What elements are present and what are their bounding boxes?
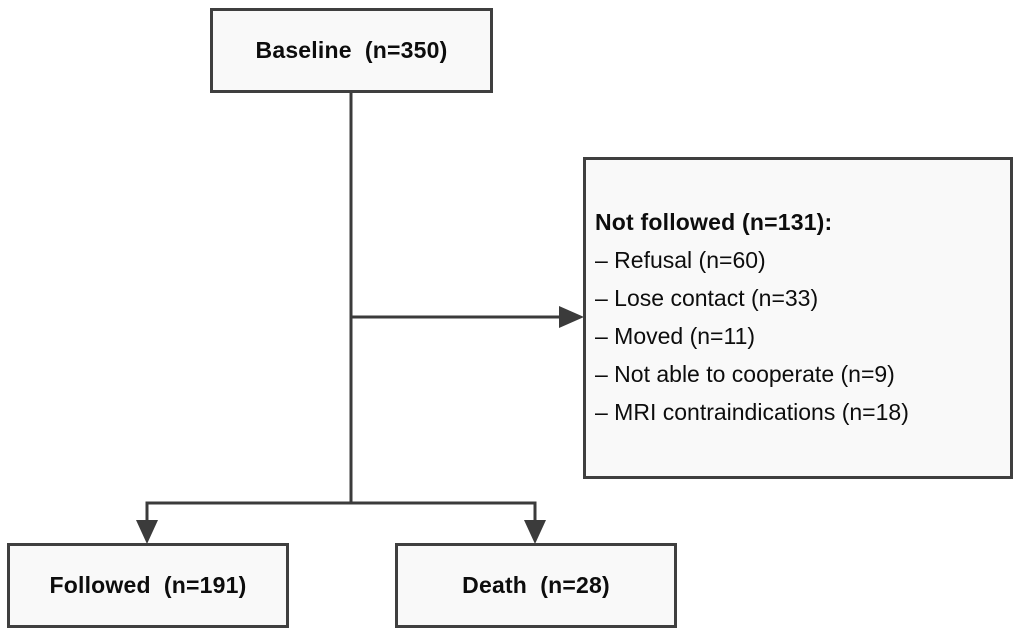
- not-followed-item-moved: – Moved (n=11): [595, 323, 756, 349]
- baseline-box: Baseline (n=350): [210, 8, 493, 93]
- not-followed-box: Not followed (n=131): – Refusal (n=60) –…: [583, 157, 1013, 479]
- not-followed-item-lose-contact: – Lose contact (n=33): [595, 285, 819, 311]
- followed-label: Followed (n=191): [49, 572, 247, 598]
- arrowhead-down-left-icon: [136, 520, 158, 544]
- arrowhead-right-icon: [559, 306, 584, 328]
- connector-split-bar: [145, 501, 537, 521]
- death-box: Death (n=28): [395, 543, 677, 628]
- not-followed-item-refusal: – Refusal (n=60): [595, 247, 766, 273]
- not-followed-heading: Not followed (n=131):: [595, 209, 833, 235]
- followed-box: Followed (n=191): [7, 543, 289, 628]
- not-followed-item-mri-contraindications: – MRI contraindications (n=18): [595, 399, 909, 425]
- arrowhead-down-right-icon: [524, 520, 546, 544]
- death-label: Death (n=28): [462, 572, 610, 598]
- baseline-label: Baseline (n=350): [255, 37, 448, 63]
- not-followed-item-not-able-to-cooperate: – Not able to cooperate (n=9): [595, 361, 895, 387]
